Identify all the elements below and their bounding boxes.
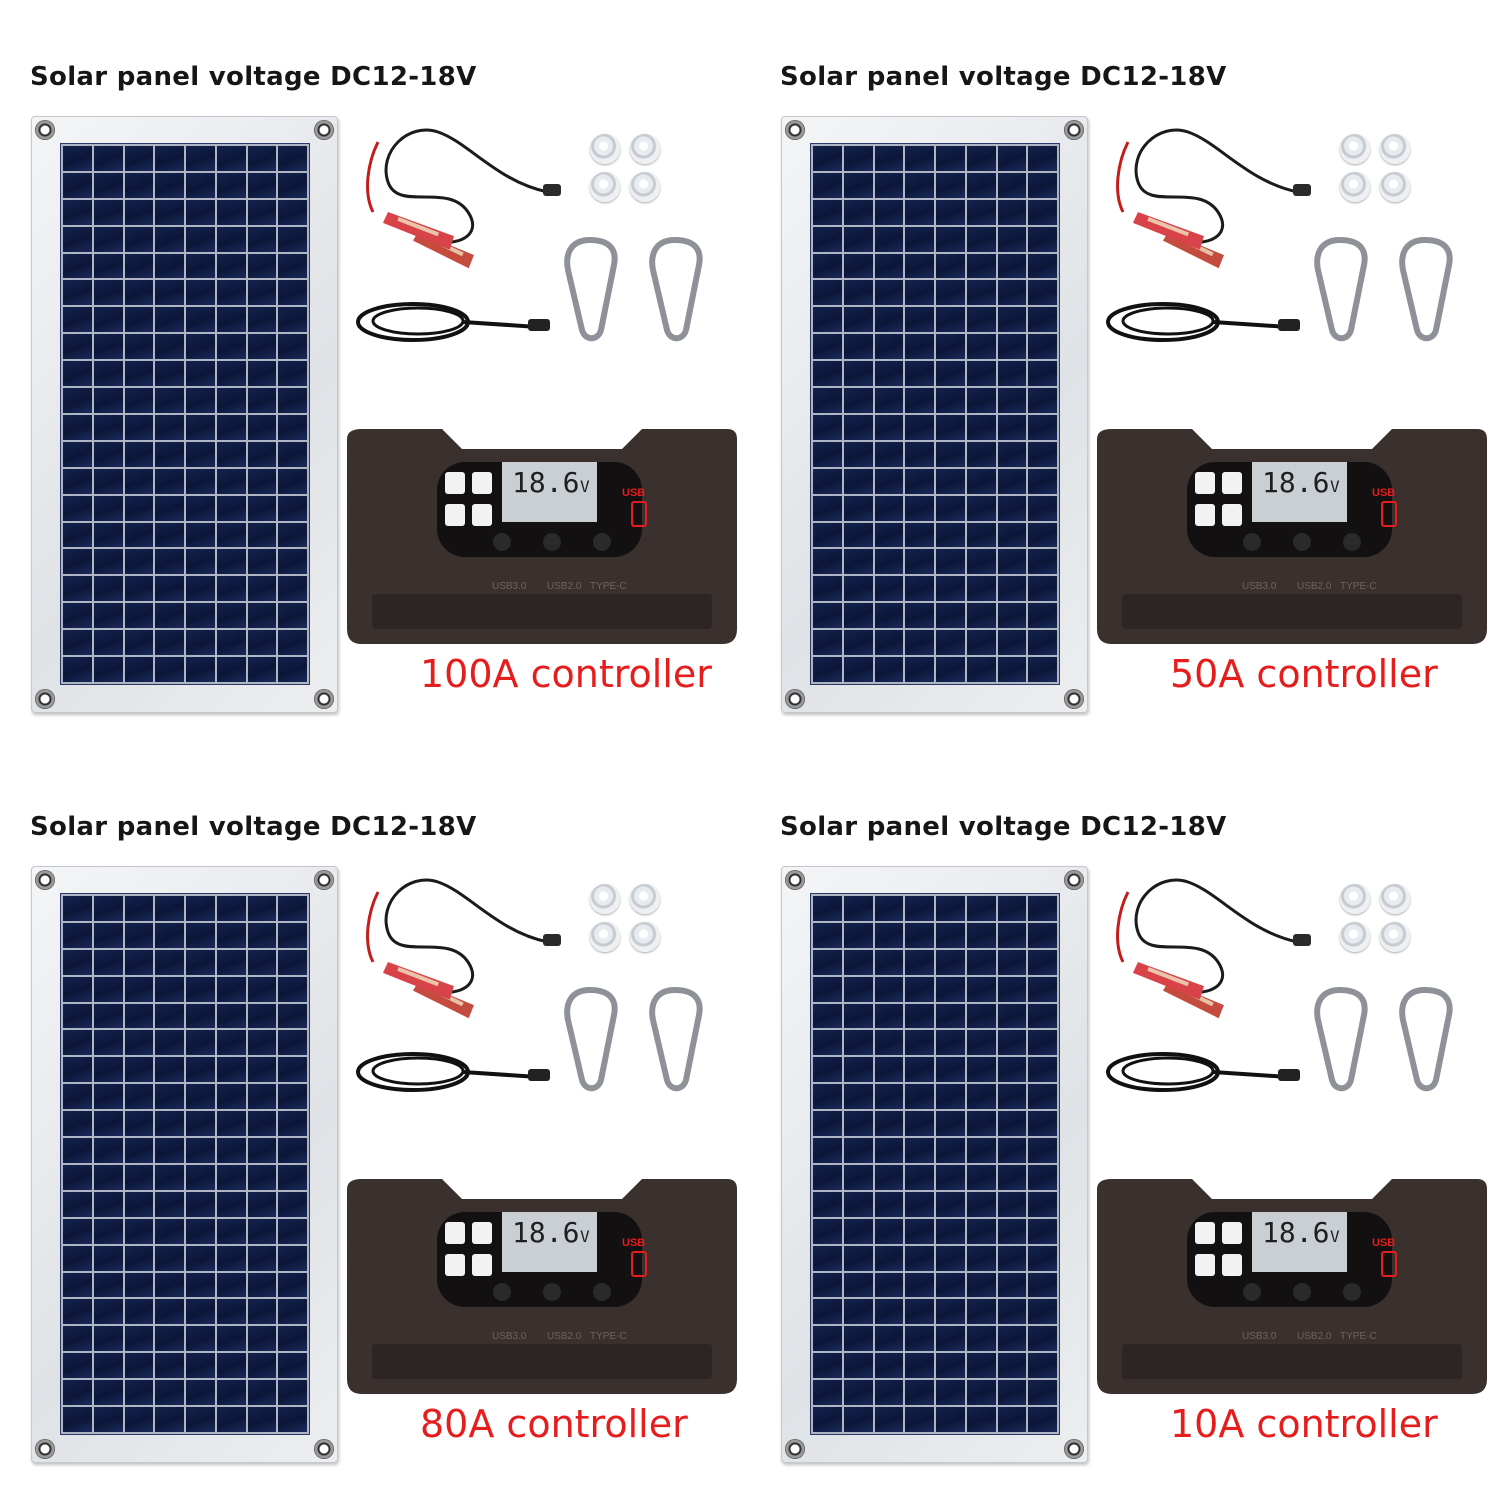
carabiner-icon <box>1314 236 1368 342</box>
extension-cable-image <box>1106 1052 1300 1092</box>
voltage-title: Solar panel voltage DC12-18V <box>30 812 477 842</box>
svg-text:TYPE-C: TYPE-C <box>1340 581 1377 592</box>
lcd-value: 18.6 <box>512 466 579 499</box>
product-variant-10a: Solar panel voltage DC12-18V 18.6 V USB <box>750 750 1500 1500</box>
grommet-icon <box>1064 1439 1084 1459</box>
grommet-icon <box>314 1439 334 1459</box>
extension-cable-image <box>356 302 550 342</box>
svg-text:USB2.0: USB2.0 <box>1297 1331 1332 1342</box>
solar-panel-image <box>781 866 1088 1463</box>
voltage-title: Solar panel voltage DC12-18V <box>780 812 1227 842</box>
svg-text:USB3.0: USB3.0 <box>492 581 527 592</box>
extension-cable-image <box>1106 302 1300 342</box>
solar-cells <box>810 143 1060 685</box>
svg-text:TYPE-C: TYPE-C <box>1340 1331 1377 1342</box>
svg-text:USB3.0: USB3.0 <box>1242 1331 1277 1342</box>
solar-cells <box>60 143 310 685</box>
grommet-icon <box>1064 120 1084 140</box>
grommet-icon <box>785 1439 805 1459</box>
voltage-title: Solar panel voltage DC12-18V <box>780 62 1227 92</box>
carabiner-icon <box>564 236 618 342</box>
suction-cups-image <box>1340 134 1420 204</box>
lcd-value: 18.6 <box>1262 1216 1329 1249</box>
grommet-icon <box>35 120 55 140</box>
controller-rating-label: 10A controller <box>1170 1402 1438 1446</box>
svg-text:USB2.0: USB2.0 <box>547 581 582 592</box>
controller-rating-label: 50A controller <box>1170 652 1438 696</box>
grommet-icon <box>314 689 334 709</box>
lcd-value: 18.6 <box>512 1216 579 1249</box>
grommet-icon <box>35 1439 55 1459</box>
grommet-icon <box>314 120 334 140</box>
carabiner-icon <box>1314 986 1368 1092</box>
suction-cups-image <box>1340 884 1420 954</box>
charge-controller-image: 18.6 V USB USB3.0 USB2.0 TYPE-C <box>347 1179 737 1394</box>
svg-text:USB3.0: USB3.0 <box>1242 581 1277 592</box>
svg-text:TYPE-C: TYPE-C <box>590 1331 627 1342</box>
carabiner-icon <box>649 986 703 1092</box>
product-variant-80a: Solar panel voltage DC12-18V 18.6 V USB <box>0 750 750 1500</box>
suction-cups-image <box>590 134 670 204</box>
grommet-icon <box>1064 689 1084 709</box>
solar-cells <box>60 893 310 1435</box>
alligator-clip-cable-image <box>366 128 561 269</box>
solar-panel-image <box>31 866 338 1463</box>
product-variant-50a: Solar panel voltage DC12-18V 18.6 V USB <box>750 0 1500 750</box>
alligator-clip-cable-image <box>1116 128 1311 269</box>
charge-controller-image: 18.6 V USB USB3.0 USB2.0 TYPE-C <box>1097 429 1487 644</box>
usb-label: USB <box>1372 487 1395 499</box>
grommet-icon <box>1064 870 1084 890</box>
alligator-clip-cable-image <box>366 878 561 1019</box>
controller-rating-label: 100A controller <box>420 652 712 696</box>
usb-label: USB <box>1372 1237 1395 1249</box>
carabiner-icon <box>1399 236 1453 342</box>
carabiner-icon <box>1399 986 1453 1092</box>
lcd-unit: V <box>1330 477 1340 496</box>
charge-controller-image: 18.6 V USB USB3.0 USB2.0 TYPE-C <box>347 429 737 644</box>
grommet-icon <box>35 870 55 890</box>
controller-rating-label: 80A controller <box>420 1402 688 1446</box>
usb-label: USB <box>622 1237 645 1249</box>
svg-text:TYPE-C: TYPE-C <box>590 581 627 592</box>
suction-cups-image <box>590 884 670 954</box>
grommet-icon <box>785 870 805 890</box>
usb-label: USB <box>622 487 645 499</box>
alligator-clip-cable-image <box>1116 878 1311 1019</box>
svg-text:USB2.0: USB2.0 <box>547 1331 582 1342</box>
carabiner-icon <box>564 986 618 1092</box>
product-variant-100a: Solar panel voltage DC12-18V 18.6 V USB <box>0 0 750 750</box>
charge-controller-image: 18.6 V USB USB3.0 USB2.0 TYPE-C <box>1097 1179 1487 1394</box>
carabiner-icon <box>649 236 703 342</box>
voltage-title: Solar panel voltage DC12-18V <box>30 62 477 92</box>
grommet-icon <box>35 689 55 709</box>
lcd-unit: V <box>580 1227 590 1246</box>
lcd-unit: V <box>1330 1227 1340 1246</box>
solar-panel-image <box>31 116 338 713</box>
lcd-unit: V <box>580 477 590 496</box>
grommet-icon <box>785 120 805 140</box>
grommet-icon <box>785 689 805 709</box>
solar-cells <box>810 893 1060 1435</box>
grommet-icon <box>314 870 334 890</box>
svg-text:USB2.0: USB2.0 <box>1297 581 1332 592</box>
extension-cable-image <box>356 1052 550 1092</box>
solar-panel-image <box>781 116 1088 713</box>
svg-text:USB3.0: USB3.0 <box>492 1331 527 1342</box>
lcd-value: 18.6 <box>1262 466 1329 499</box>
